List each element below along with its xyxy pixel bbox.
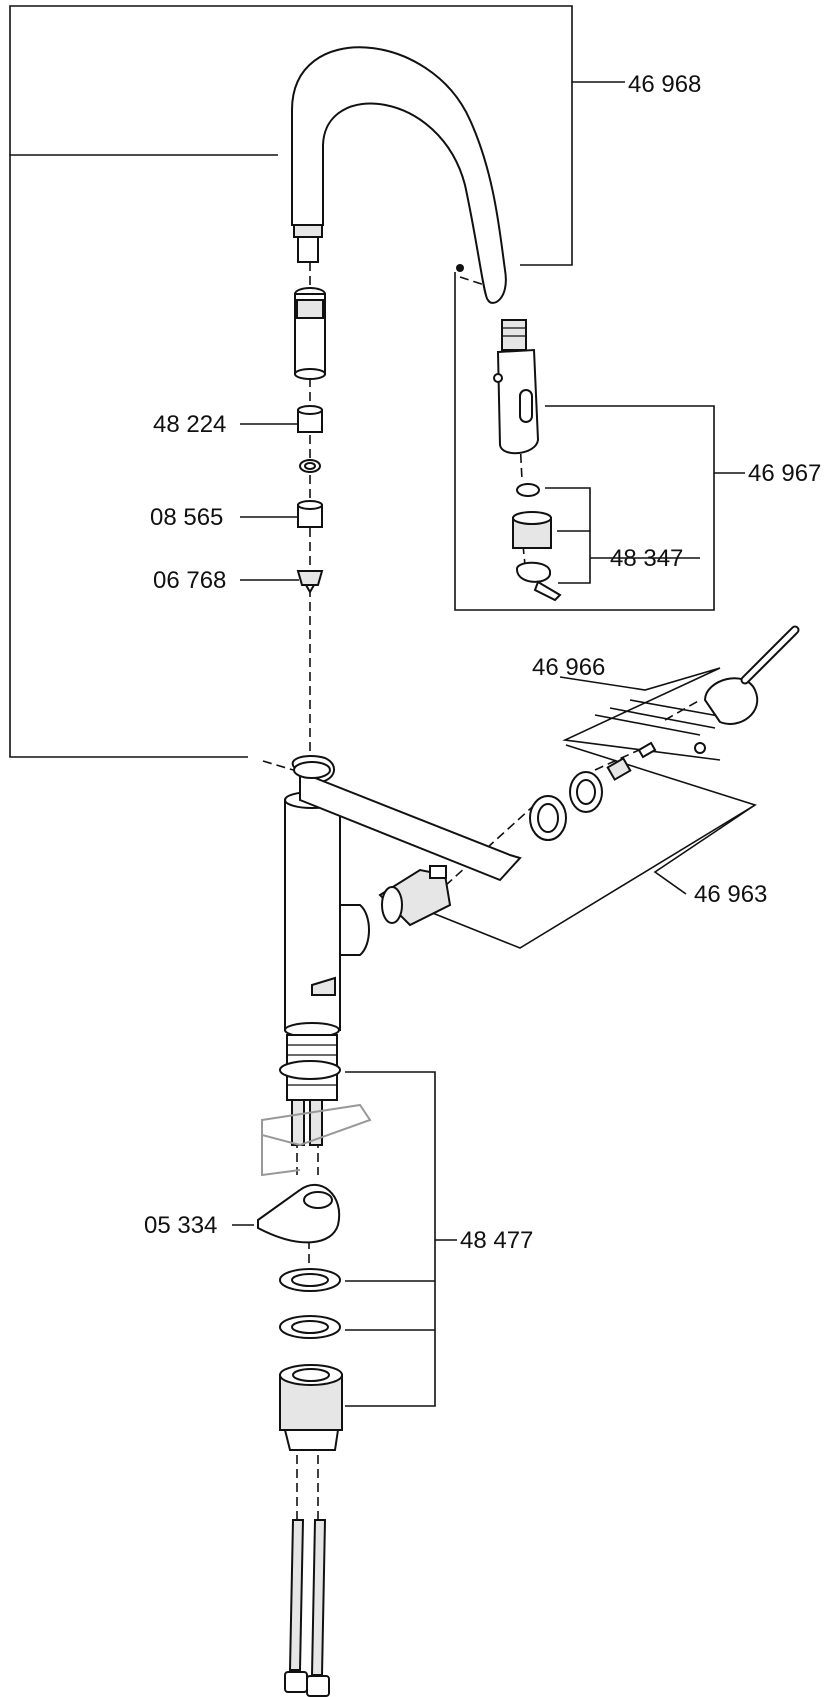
label-48347: 48 347 (610, 545, 683, 572)
label-46963: 46 963 (694, 881, 767, 908)
pull-out-spout-hose (291, 46, 507, 304)
o-ring (299, 459, 321, 473)
cartridge-46963 (378, 865, 452, 927)
hose-connector (294, 287, 326, 380)
part-labels: 46 968 46 967 48 347 48 224 08 565 06 76… (144, 71, 821, 1254)
lever-parts-46966 (529, 625, 800, 841)
label-08565: 08 565 (150, 504, 223, 531)
label-46967: 46 967 (748, 460, 821, 487)
label-06768: 06 768 (153, 567, 226, 594)
leader-lines (9, 5, 757, 1407)
mounting-set-48477 (261, 1034, 372, 1451)
faucet-body (284, 754, 522, 1038)
check-valve-08565 (297, 500, 323, 528)
flow-regulator-48224 (297, 405, 323, 433)
screw-06768 (296, 570, 324, 595)
label-48224: 48 224 (153, 411, 226, 438)
supply-hoses (284, 1519, 330, 1697)
label-46968: 46 968 (628, 71, 701, 98)
aerator-set-48347 (512, 483, 562, 602)
label-46966: 46 966 (532, 654, 605, 681)
support-plate-05334 (257, 1184, 341, 1244)
label-48477: 48 477 (460, 1227, 533, 1254)
label-05334: 05 334 (144, 1212, 217, 1239)
hand-shower (493, 319, 540, 455)
